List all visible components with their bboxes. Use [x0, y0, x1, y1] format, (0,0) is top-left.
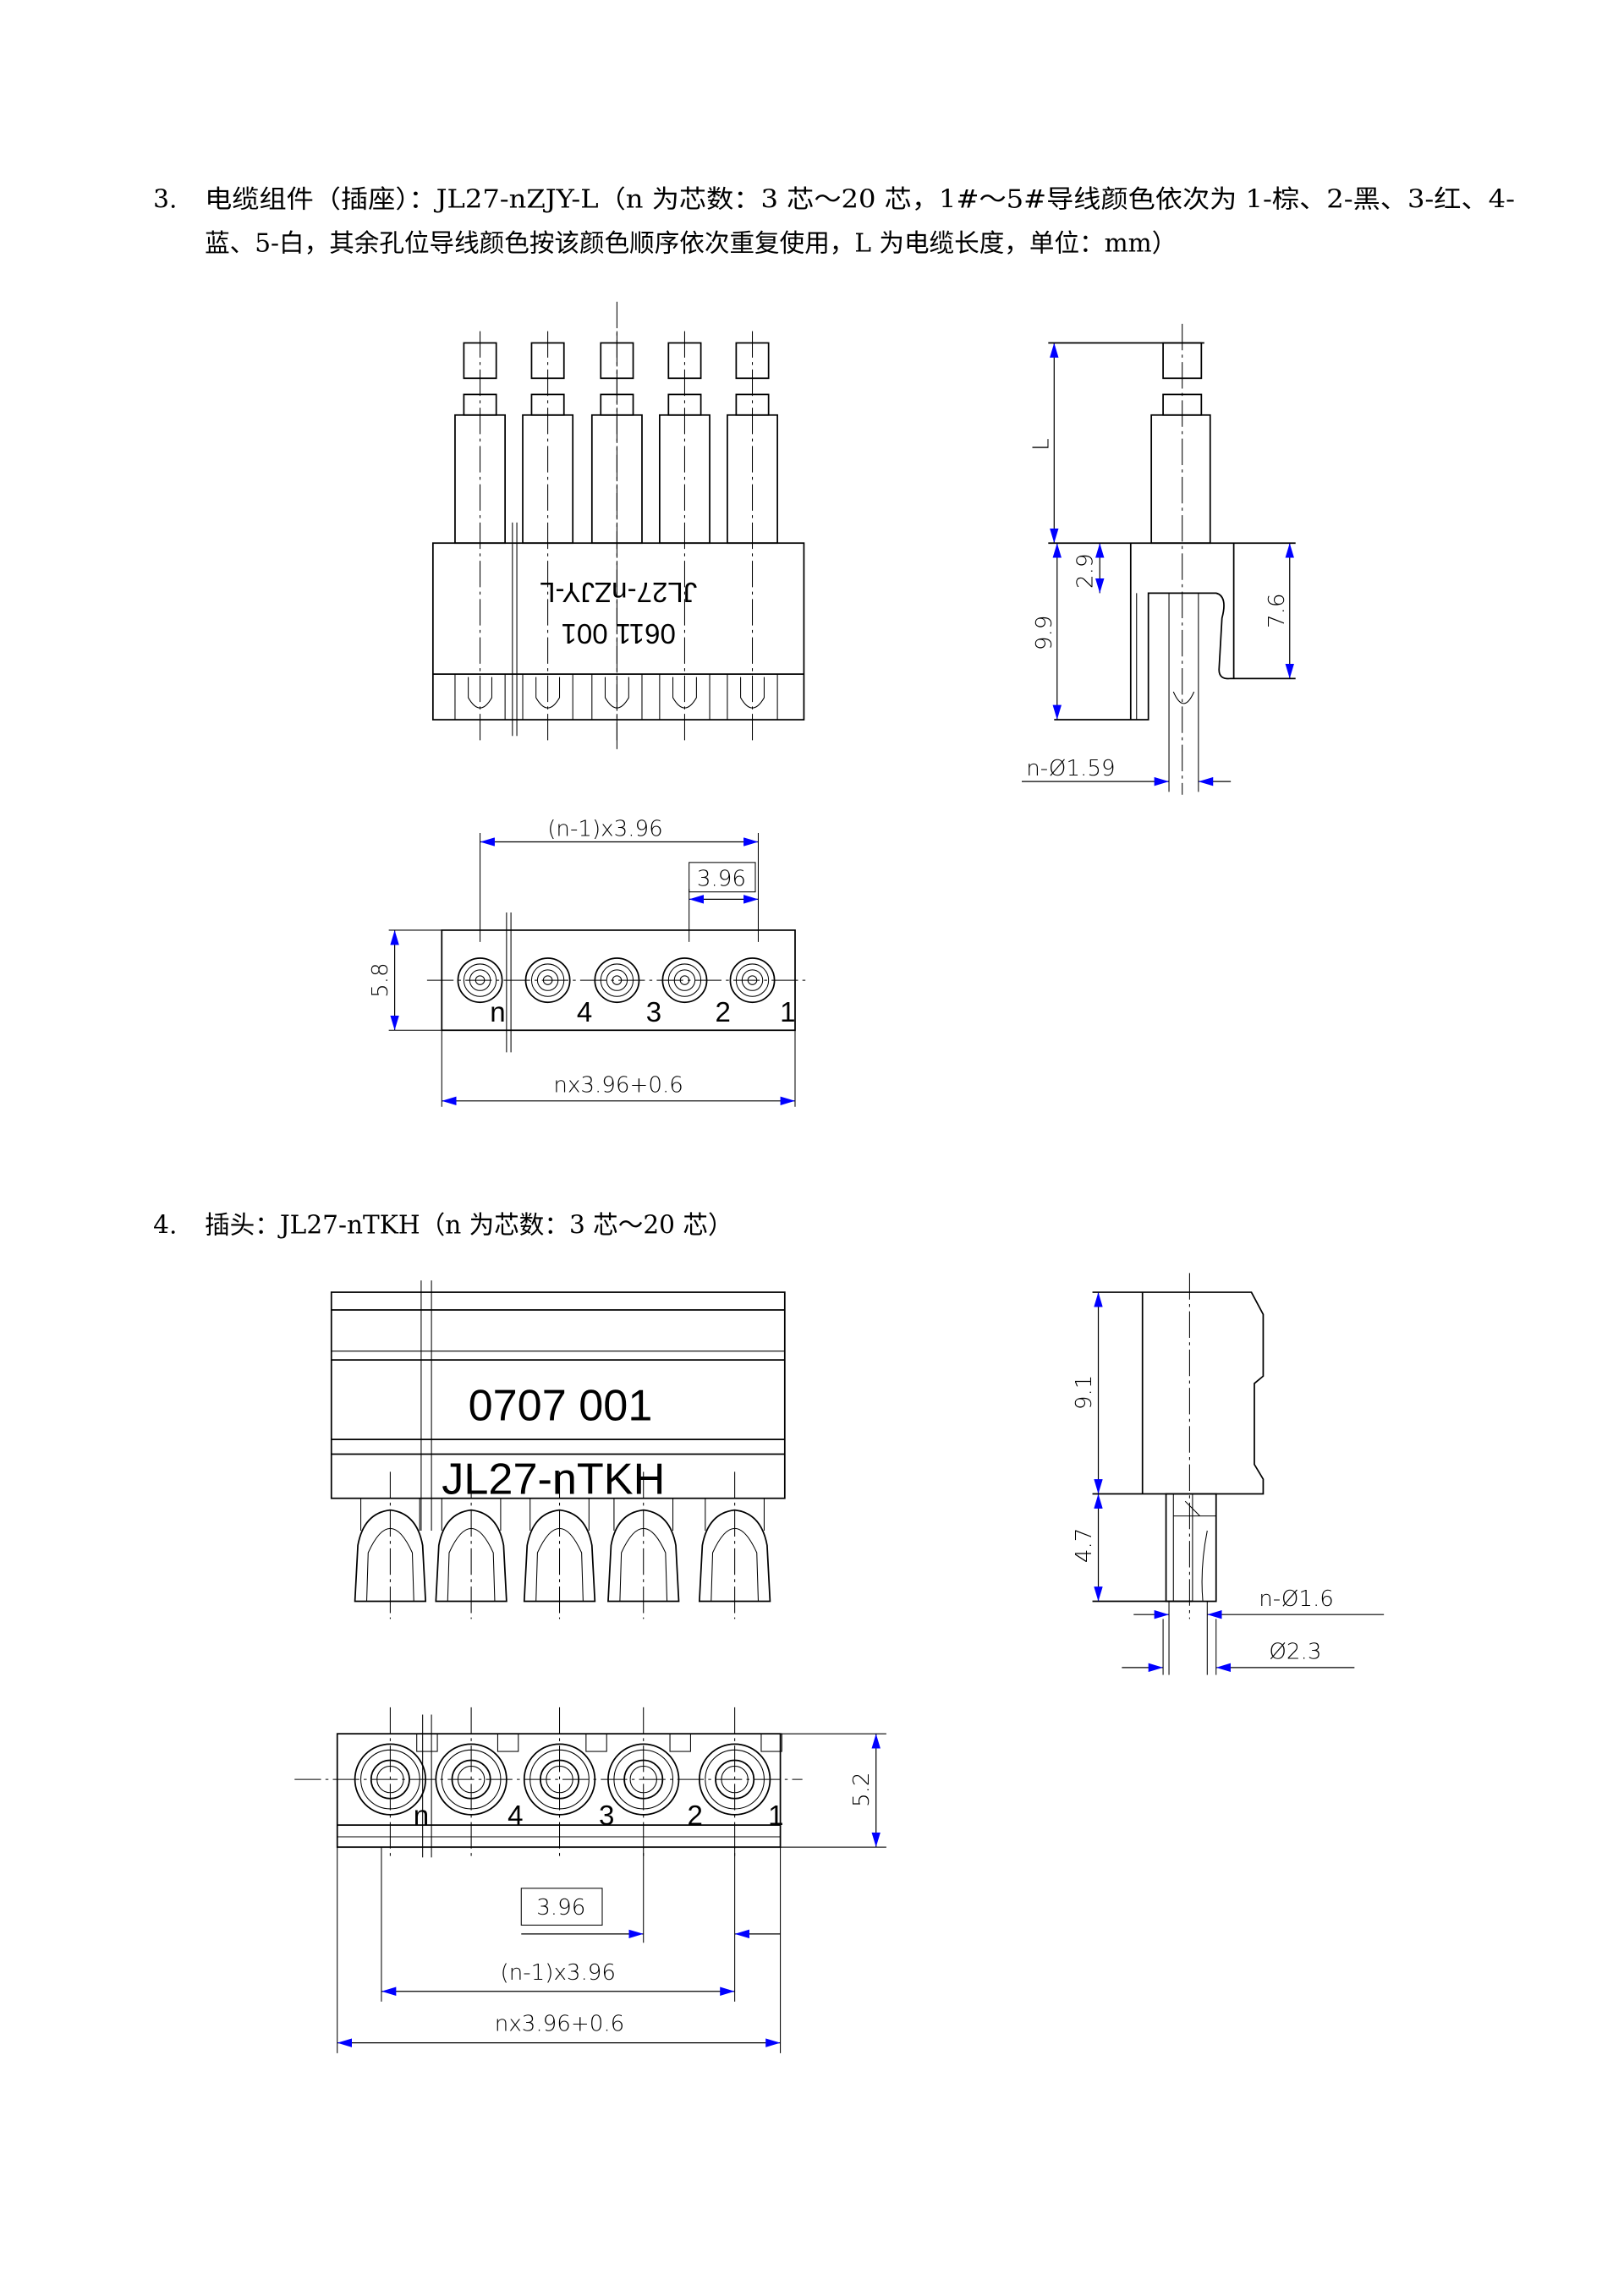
plug-marking-code: 0707 001 — [469, 1381, 653, 1430]
plug-hole — [607, 1707, 691, 1858]
dim-7-6: 7.6 — [1265, 594, 1290, 629]
socket-marking-code: 0611 001 — [561, 617, 675, 649]
dim-height: 5.8 — [368, 962, 393, 998]
dim-plug-pitch: 3.96 — [536, 1895, 585, 1921]
dim-pitch: 3.96 — [697, 867, 746, 892]
plug-pin-number-label: 4 — [508, 1800, 523, 1832]
socket-side-view: L 2.9 9.9 7.6 n-Ø1.59 — [1022, 323, 1296, 795]
section3-description-line2: 蓝、5-白，其余孔位导线颜色按该颜色顺序依次重复使用，L 为电缆长度，单位：mm… — [205, 229, 1177, 258]
dim-2-9: 2.9 — [1073, 554, 1099, 589]
plug-front-view: 0707 001 JL27-nTKH — [330, 1280, 786, 1619]
cable-pin — [522, 331, 574, 743]
dim-pin-diameter: n-Ø1.59 — [1026, 756, 1115, 781]
plug-hole — [523, 1707, 607, 1858]
section3-number: 3. — [153, 184, 177, 213]
plug-pin — [698, 1471, 771, 1619]
pin-number-label: 3 — [646, 997, 661, 1028]
pin-number-label: 4 — [577, 997, 592, 1028]
cable-pin — [727, 331, 778, 743]
cable-pin — [454, 331, 506, 743]
dim-overall-width: nx3.96+0.6 — [553, 1072, 683, 1098]
plug-side-view: 9.1 4.7 n-Ø1.6 Ø2.3 — [1072, 1273, 1385, 1675]
socket-hole — [457, 957, 503, 1004]
plug-hole — [354, 1707, 438, 1858]
plug-pin-number-label: 2 — [687, 1800, 702, 1832]
dim-plug-pin-diameter: n-Ø1.6 — [1259, 1586, 1334, 1612]
dim-plug-overall-width: nx3.96+0.6 — [495, 2012, 624, 2037]
section3-description-line1: 电缆组件（插座）：JL27-nZJY-L（n 为芯数：3 芯～20 芯，1#～5… — [205, 184, 1515, 213]
plug-pin — [607, 1471, 680, 1619]
dim-plug-pitch-total: (n-1)x3.96 — [501, 1960, 616, 1986]
socket-hole — [729, 957, 776, 1004]
socket-hole — [661, 957, 708, 1004]
socket-front-view: 0611 001 JL27-nZJY-L — [431, 301, 805, 751]
dim-9-9: 9.9 — [1032, 616, 1057, 651]
pin-number-label: 2 — [716, 997, 731, 1028]
plug-bottom-view: n 4 3 2 1 5.2 3.96 (n-1)x3.96 nx3.96+0.6 — [294, 1707, 886, 2053]
plug-hole — [698, 1707, 782, 1858]
dim-plug-height: 5.2 — [849, 1773, 875, 1807]
socket-hole — [594, 957, 640, 1004]
dim-pitch-total: (n-1)x3.96 — [547, 817, 662, 842]
socket-hole — [524, 957, 571, 1004]
plug-pin — [354, 1471, 427, 1619]
dim-outer-diameter: Ø2.3 — [1269, 1639, 1321, 1664]
section4-title: 插头：JL27-nTKH（n 为芯数：3 芯～20 芯） — [205, 1210, 732, 1239]
plug-pin — [435, 1471, 508, 1619]
dim-4-7: 4.7 — [1072, 1528, 1097, 1563]
section4-number: 4. — [153, 1210, 177, 1239]
plug-pin-number-label: n — [414, 1800, 429, 1832]
plug-hole — [435, 1707, 519, 1858]
plug-pin — [523, 1471, 596, 1619]
socket-marking-model: JL27-nZJY-L — [540, 576, 697, 607]
pin-number-label: n — [490, 997, 505, 1028]
socket-bottom-view: n 4 3 2 1 (n-1)x3.96 3.96 5.8 nx3.96+0.6 — [368, 817, 810, 1107]
dim-9-1: 9.1 — [1072, 1375, 1097, 1411]
plug-pin-number-label: 1 — [768, 1800, 783, 1832]
pin-number-label: 1 — [780, 997, 795, 1028]
cable-pin — [659, 331, 710, 743]
plug-marking-model: JL27-nTKH — [442, 1455, 665, 1504]
dim-cable-length: L — [1029, 438, 1054, 451]
plug-pin-number-label: 3 — [599, 1800, 614, 1832]
